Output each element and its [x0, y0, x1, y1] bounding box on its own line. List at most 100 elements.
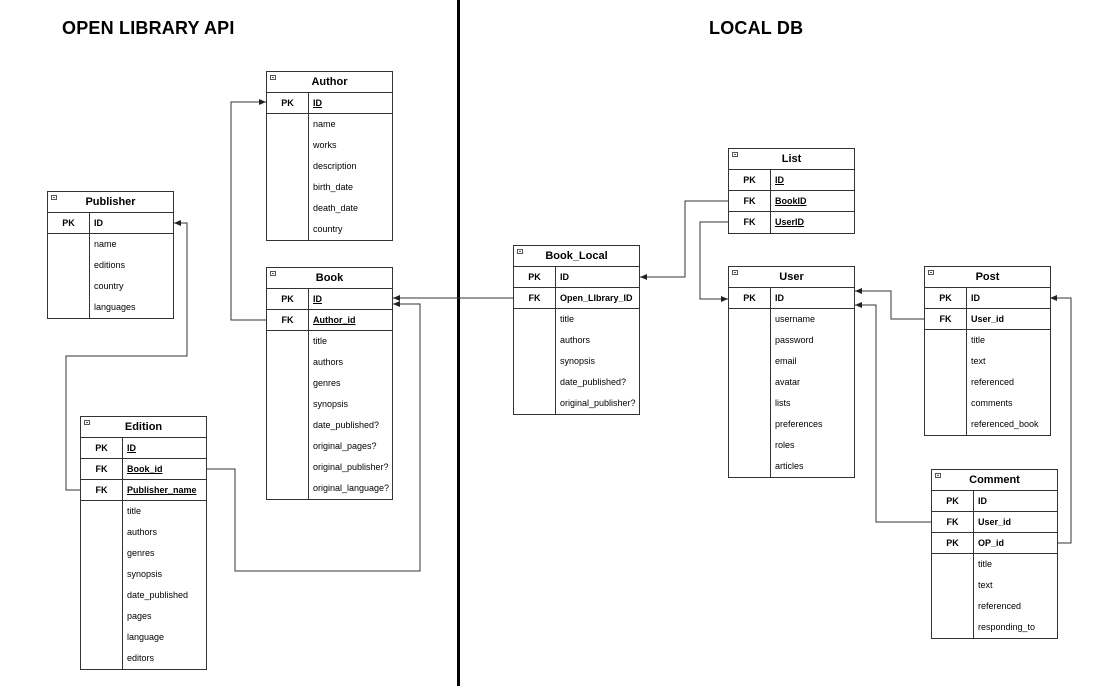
key-type: PK [729, 288, 771, 308]
key-row: PK ID [932, 491, 1057, 512]
link-list-booklocal [640, 200, 728, 280]
entity-title: Book_Local [545, 250, 608, 262]
key-type: PK [267, 93, 309, 113]
key-field: OP_id [978, 538, 1005, 548]
key-row: FK User_id [925, 309, 1050, 330]
attribute: genres [127, 548, 155, 558]
key-type: FK [81, 480, 123, 500]
key-row: PK ID [267, 93, 392, 114]
left-section-title: OPEN LIBRARY API [62, 18, 235, 38]
link-book-author [230, 99, 266, 321]
key-row: FK Open_LIbrary_ID [514, 288, 639, 309]
attribute: date_published? [560, 377, 627, 387]
attribute: authors [127, 527, 158, 537]
attribute: languages [94, 302, 136, 312]
key-field: ID [313, 294, 322, 304]
key-row: FK Publisher_name [81, 480, 206, 501]
attribute-block: title authors genres synopsis date_publi… [81, 501, 206, 669]
entity-author[interactable]: Author PK ID name works description birt… [266, 71, 393, 241]
key-type: PK [48, 213, 90, 233]
key-field: ID [775, 175, 784, 185]
entity-edition[interactable]: Edition PK ID FK Book_id FK Publisher_na… [80, 416, 207, 670]
entity-post[interactable]: Post PK ID FK User_id title text referen… [924, 266, 1051, 436]
link-list-user [699, 221, 728, 302]
key-field: Author_id [313, 315, 356, 325]
key-field: Open_LIbrary_ID [560, 293, 633, 303]
key-row: PK ID [729, 170, 854, 191]
attribute: pages [127, 611, 152, 621]
collapse-icon[interactable] [51, 195, 57, 200]
entity-header: List [729, 149, 854, 170]
entity-header: Book_Local [514, 246, 639, 267]
key-type: FK [925, 309, 967, 329]
key-field: ID [971, 293, 980, 303]
key-row: PK ID [925, 288, 1050, 309]
key-type: FK [729, 212, 771, 233]
attribute: death_date [313, 203, 359, 213]
collapse-icon[interactable] [517, 249, 523, 254]
key-field: UserID [775, 217, 805, 227]
entity-title: Post [975, 271, 1000, 283]
entity-comment[interactable]: Comment PK ID FK User_id PK OP_id title … [931, 469, 1058, 639]
key-type: FK [729, 191, 771, 211]
entity-header: Book [267, 268, 392, 289]
attribute: text [978, 580, 993, 590]
key-row: FK UserID [729, 212, 854, 233]
collapse-icon[interactable] [732, 152, 738, 157]
key-field: ID [560, 272, 569, 282]
collapse-icon[interactable] [732, 270, 738, 275]
entity-title: Book [315, 272, 344, 284]
key-field: ID [313, 98, 322, 108]
key-row: PK ID [81, 438, 206, 459]
attribute-block: name editions country languages [48, 234, 173, 318]
collapse-icon[interactable] [270, 75, 276, 80]
entity-book-local[interactable]: Book_Local PK ID FK Open_LIbrary_ID titl… [513, 245, 640, 415]
attribute: title [313, 336, 328, 346]
attribute: lists [775, 398, 791, 408]
attribute: original_language? [313, 483, 390, 493]
key-field: ID [978, 496, 987, 506]
key-field: ID [94, 218, 103, 228]
key-type: PK [932, 491, 974, 511]
entity-header: Post [925, 267, 1050, 288]
attribute: title [978, 559, 993, 569]
attribute: synopsis [313, 399, 349, 409]
key-type: PK [514, 267, 556, 287]
key-row: PK ID [729, 288, 854, 309]
key-field: ID [775, 293, 784, 303]
key-row: FK User_id [932, 512, 1057, 533]
collapse-icon[interactable] [935, 473, 941, 478]
collapse-icon[interactable] [84, 420, 90, 425]
entity-header: Publisher [48, 192, 173, 213]
attribute: responding_to [978, 622, 1036, 632]
key-row: PK ID [48, 213, 173, 234]
key-row: PK ID [267, 289, 392, 310]
attribute: synopsis [127, 569, 163, 579]
attribute: original_publisher? [560, 398, 636, 408]
entity-title: Publisher [85, 196, 136, 208]
link-comment-user [855, 302, 932, 523]
link-post-user [855, 288, 925, 320]
collapse-icon[interactable] [928, 270, 934, 275]
entity-book[interactable]: Book PK ID FK Author_id title authors ge… [266, 267, 393, 500]
entity-title: Author [311, 76, 348, 88]
attribute: referenced_book [971, 419, 1039, 429]
attribute: title [560, 314, 575, 324]
entity-list[interactable]: List PK ID FK BookID FK UserID [728, 148, 855, 234]
attribute: email [775, 356, 797, 366]
attribute: genres [313, 378, 341, 388]
entity-title: Edition [124, 421, 163, 433]
collapse-icon[interactable] [270, 271, 276, 276]
entity-user[interactable]: User PK ID username password email avata… [728, 266, 855, 478]
key-type: FK [514, 288, 556, 308]
attribute: language [127, 632, 165, 642]
attribute: title [971, 335, 986, 345]
attribute-block: title authors synopsis date_published? o… [514, 309, 639, 414]
key-row: FK BookID [729, 191, 854, 212]
right-section-title: LOCAL DB [709, 18, 804, 38]
key-type: PK [267, 289, 309, 309]
entity-header: Comment [932, 470, 1057, 491]
entity-publisher[interactable]: Publisher PK ID name editions country la… [47, 191, 174, 319]
key-field: User_id [978, 517, 1012, 527]
key-type: PK [81, 438, 123, 458]
